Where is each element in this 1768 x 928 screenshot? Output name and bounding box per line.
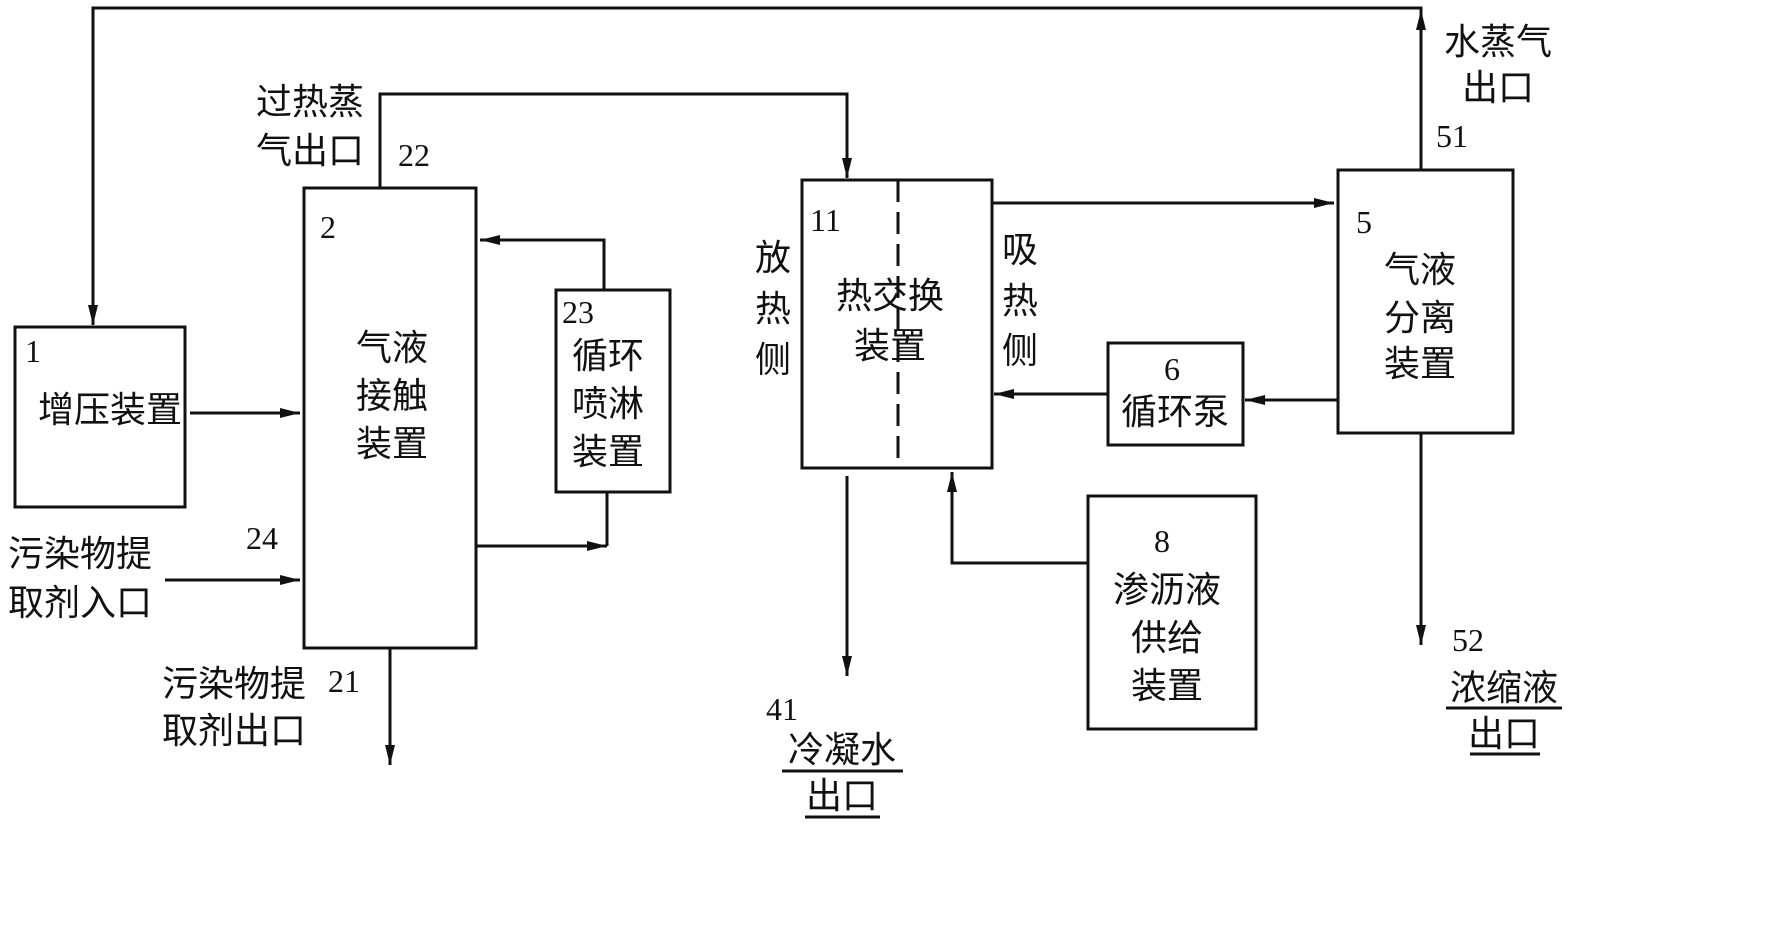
superheated-steam-line: [378, 92, 852, 188]
condensate-outlet-label: 41 冷凝水 出口: [766, 691, 903, 819]
svg-text:侧: 侧: [1002, 331, 1038, 372]
spray-return-line: [480, 235, 606, 290]
vapor-recycle-line: [88, 6, 1426, 325]
svg-text:23: 23: [562, 294, 594, 330]
svg-text:侧: 侧: [755, 340, 791, 381]
svg-text:24: 24: [246, 520, 278, 556]
svg-text:水蒸气: 水蒸气: [1444, 22, 1552, 63]
svg-text:22: 22: [398, 137, 430, 173]
heat-exchange-device: 11 热交换 装置: [800, 178, 994, 470]
concentrate-outlet-label: 52 浓缩液 出口: [1446, 622, 1562, 756]
svg-text:5: 5: [1356, 204, 1372, 240]
svg-text:接触: 接触: [356, 376, 428, 417]
svg-text:2: 2: [320, 209, 336, 245]
heat-absorb-side-label: 吸 热 侧: [1002, 230, 1038, 372]
svg-text:气液: 气液: [356, 328, 428, 369]
leachate-to-exchanger-line: [947, 472, 1088, 565]
circulation-pump: 6 循环泵: [1106, 341, 1245, 447]
svg-text:8: 8: [1154, 523, 1170, 559]
superheated-steam-outlet-label: 过热蒸 气出口 22: [256, 82, 430, 173]
svg-text:喷淋: 喷淋: [572, 384, 644, 425]
svg-text:冷凝水: 冷凝水: [788, 730, 896, 771]
heat-release-side-label: 放 热 侧: [755, 238, 791, 381]
svg-text:11: 11: [810, 202, 841, 238]
svg-text:污染物提: 污染物提: [8, 534, 152, 575]
svg-text:51: 51: [1436, 118, 1468, 154]
vapor-outlet-label: 水蒸气 出口 51: [1436, 22, 1552, 154]
svg-text:6: 6: [1164, 351, 1180, 387]
svg-text:出口: 出口: [806, 776, 878, 817]
extractant-outlet-label: 污染物提 取剂出口 21: [162, 663, 360, 752]
svg-text:41: 41: [766, 691, 798, 727]
svg-text:出口: 出口: [1468, 714, 1540, 755]
svg-text:污染物提: 污染物提: [162, 664, 306, 705]
svg-text:1: 1: [25, 333, 41, 369]
svg-text:气液: 气液: [1384, 250, 1456, 291]
extractant-inlet-label: 24 污染物提 取剂入口: [8, 520, 278, 624]
svg-text:放: 放: [755, 238, 791, 279]
svg-text:装置: 装置: [356, 424, 428, 465]
svg-text:浓缩液: 浓缩液: [1450, 668, 1558, 709]
svg-text:渗沥液: 渗沥液: [1113, 570, 1221, 611]
svg-text:热: 热: [755, 289, 791, 330]
svg-text:出口: 出口: [1462, 68, 1534, 109]
svg-text:热交换: 热交换: [836, 276, 944, 317]
svg-text:装置: 装置: [1384, 344, 1456, 385]
svg-text:循环泵: 循环泵: [1121, 392, 1229, 433]
svg-text:装置: 装置: [854, 326, 926, 367]
svg-text:取剂入口: 取剂入口: [8, 583, 152, 624]
leachate-supply-device: 8 渗沥液 供给 装置: [1086, 494, 1258, 731]
circulation-spray-device: 23 循环 喷淋 装置: [554, 288, 672, 494]
svg-text:取剂出口: 取剂出口: [162, 711, 306, 752]
svg-text:过热蒸: 过热蒸: [256, 82, 364, 123]
svg-text:吸: 吸: [1002, 230, 1038, 271]
gas-liquid-separation-device: 5 气液 分离 装置: [1336, 168, 1515, 435]
svg-text:分离: 分离: [1384, 298, 1456, 339]
svg-text:热: 热: [1002, 281, 1038, 322]
svg-text:供给: 供给: [1131, 618, 1203, 659]
svg-text:装置: 装置: [572, 432, 644, 473]
svg-text:增压装置: 增压装置: [38, 390, 182, 431]
svg-text:21: 21: [328, 663, 360, 699]
svg-text:气出口: 气出口: [256, 131, 364, 172]
gas-liquid-contact-device: 2 气液 接触 装置: [302, 186, 478, 650]
svg-text:52: 52: [1452, 622, 1484, 658]
booster-device: 1 增压装置: [13, 325, 187, 509]
svg-text:循环: 循环: [572, 336, 644, 377]
svg-text:装置: 装置: [1131, 666, 1203, 707]
